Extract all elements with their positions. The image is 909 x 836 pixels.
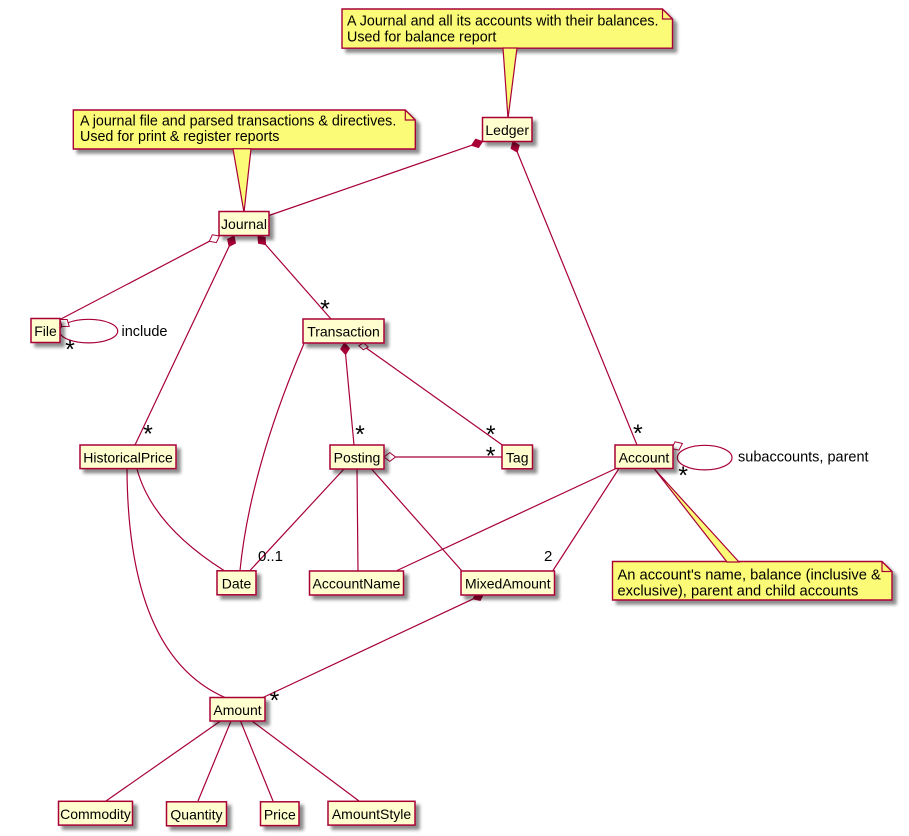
svg-text:Transaction: Transaction xyxy=(307,324,380,340)
svg-text:Journal: Journal xyxy=(221,216,267,232)
svg-text:*: * xyxy=(270,687,280,715)
svg-text:Used for print & register repo: Used for print & register reports xyxy=(80,129,279,145)
svg-text:Tag: Tag xyxy=(506,450,529,466)
svg-text:*: * xyxy=(355,421,365,449)
svg-text:Date: Date xyxy=(222,575,252,591)
svg-text:A journal file and parsed tran: A journal file and parsed transactions &… xyxy=(80,113,396,129)
svg-text:Price: Price xyxy=(264,806,296,822)
svg-text:2: 2 xyxy=(544,548,552,565)
svg-text:Account: Account xyxy=(619,450,670,466)
svg-text:*: * xyxy=(486,421,496,449)
svg-text:AmountStyle: AmountStyle xyxy=(332,806,412,822)
svg-text:Ledger: Ledger xyxy=(485,122,529,138)
svg-text:An account's name, balance (in: An account's name, balance (inclusive & xyxy=(618,568,881,584)
svg-text:include: include xyxy=(122,324,168,340)
svg-text:A Journal and all its accounts: A Journal and all its accounts with thei… xyxy=(347,14,659,30)
svg-text:AccountName: AccountName xyxy=(313,576,401,592)
svg-text:*: * xyxy=(65,336,75,364)
svg-text:Commodity: Commodity xyxy=(60,806,131,822)
svg-text:MixedAmount: MixedAmount xyxy=(465,576,551,592)
svg-text:*: * xyxy=(633,420,643,448)
svg-text:0..1: 0..1 xyxy=(258,548,283,565)
svg-text:HistoricalPrice: HistoricalPrice xyxy=(83,450,173,466)
svg-text:Posting: Posting xyxy=(334,450,381,466)
svg-text:exclusive), parent and child a: exclusive), parent and child accounts xyxy=(618,583,859,599)
svg-text:*: * xyxy=(678,462,688,490)
svg-text:Quantity: Quantity xyxy=(170,806,222,822)
svg-text:Amount: Amount xyxy=(213,702,261,718)
svg-text:subaccounts, parent: subaccounts, parent xyxy=(738,450,869,466)
svg-text:*: * xyxy=(486,443,496,471)
svg-text:*: * xyxy=(320,295,330,323)
svg-text:File: File xyxy=(34,323,57,339)
svg-text:*: * xyxy=(143,421,153,449)
svg-text:Used for balance report: Used for balance report xyxy=(347,29,496,45)
